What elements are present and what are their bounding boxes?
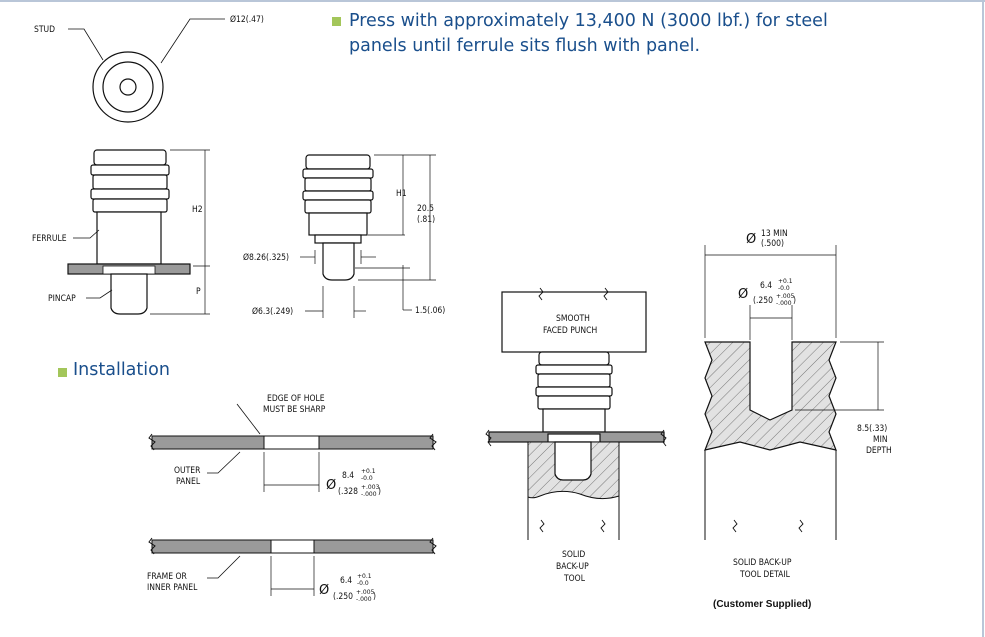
pincap-label: PINCAP — [48, 294, 76, 304]
installation-heading: Installation — [73, 360, 170, 380]
tool-6-4-tol-up: +0.1 — [778, 278, 793, 285]
hole-250-label: (.250 — [333, 592, 353, 602]
tool-250-label: (.250 — [753, 296, 773, 306]
depth-label-3: DEPTH — [866, 446, 892, 456]
customer-supplied-label: (Customer Supplied) — [713, 599, 811, 610]
smooth-punch-label-2: FACED PUNCH — [543, 326, 597, 336]
dim-20-5-label: 20.5 — [417, 204, 434, 214]
svg-text:): ) — [793, 296, 796, 306]
dia-symbol-tool: Ø — [738, 287, 748, 302]
outer-panel-label-1: OUTER — [174, 466, 201, 476]
outer-panel-label-2: PANEL — [176, 477, 201, 487]
stud-top-view — [68, 18, 225, 123]
frame-inner-label-1: FRAME OR — [147, 572, 187, 582]
hole-6-4-tol-dn: -0.0 — [357, 580, 369, 587]
hole-8-4-tol-up: +0.1 — [361, 468, 376, 475]
outer-panel-drawing — [148, 403, 437, 492]
h2-label: H2 — [192, 205, 203, 215]
stud-side-view-dimensions — [300, 154, 436, 318]
installation-bullet-icon — [58, 368, 67, 377]
stud-label: STUD — [34, 25, 55, 35]
svg-text:): ) — [373, 592, 376, 602]
hole-6-4-label: 6.4 — [340, 576, 352, 586]
tool-250-tol-up: +.005 — [776, 293, 795, 300]
depth-label-1: 8.5(.33) — [857, 424, 887, 434]
hole-328-tol-up: +.003 — [361, 484, 380, 491]
ferrule-label: FERRULE — [32, 234, 67, 244]
press-instruction-line2: panels until ferrule sits flush with pan… — [349, 36, 701, 56]
press-instruction: Press with approximately 13,400 N (3000 … — [349, 9, 969, 59]
svg-text:): ) — [378, 487, 381, 497]
tool-detail-label-1: SOLID BACK-UP — [733, 558, 792, 568]
tool-detail-drawing — [704, 245, 884, 540]
hole-250-tol-dn: -.000 — [356, 596, 372, 603]
depth-label-2: MIN — [873, 435, 888, 445]
press-instruction-line1: Press with approximately 13,400 N (3000 … — [349, 11, 828, 31]
dia-13-min-label: 13 MIN — [761, 229, 788, 239]
press-bullet-icon — [332, 17, 341, 26]
p-label: P — [196, 287, 201, 297]
inner-panel-drawing — [148, 537, 437, 596]
tool-6-4-label: 6.4 — [760, 281, 772, 291]
hole-328-tol-dn: -.000 — [361, 491, 377, 498]
frame-inner-label-2: INNER PANEL — [147, 583, 198, 593]
tool-250-tol-dn: -.000 — [776, 300, 792, 307]
solid-backup-label-3: TOOL — [563, 574, 586, 584]
dia-500-label: (.500) — [761, 239, 784, 249]
hole-328-label: (.328 — [338, 487, 358, 497]
diameter-12-label: Ø12(.47) — [230, 14, 264, 25]
edge-of-hole-label-2: MUST BE SHARP — [263, 405, 326, 415]
tool-6-4-tol-dn: -0.0 — [778, 285, 790, 292]
hole-8-4-tol-dn: -0.0 — [361, 475, 373, 482]
dia-symbol-13: Ø — [746, 232, 756, 247]
dim-81-label: (.81) — [417, 215, 435, 225]
dia-8-26-label: Ø8.26(.325) — [243, 252, 289, 263]
press-setup-drawing — [485, 287, 667, 540]
hole-6-4-tol-up: +0.1 — [357, 573, 372, 580]
dim-1-5-label: 1.5(.06) — [415, 306, 445, 316]
edge-of-hole-label-1: EDGE OF HOLE — [267, 394, 325, 404]
dia-symbol-outer: Ø — [326, 478, 336, 493]
dia-6-3-label: Ø6.3(.249) — [252, 306, 293, 317]
hole-8-4-label: 8.4 — [342, 471, 354, 481]
hole-250-tol-up: +.005 — [356, 589, 375, 596]
smooth-punch-label-1: SMOOTH — [556, 314, 590, 324]
solid-backup-label-1: SOLID — [562, 550, 585, 560]
stud-side-view-installed — [67, 149, 210, 315]
h1-label: H1 — [396, 189, 407, 199]
tool-detail-label-2: TOOL DETAIL — [739, 570, 791, 580]
solid-backup-label-2: BACK-UP — [556, 562, 589, 572]
dia-symbol-inner: Ø — [319, 583, 329, 598]
